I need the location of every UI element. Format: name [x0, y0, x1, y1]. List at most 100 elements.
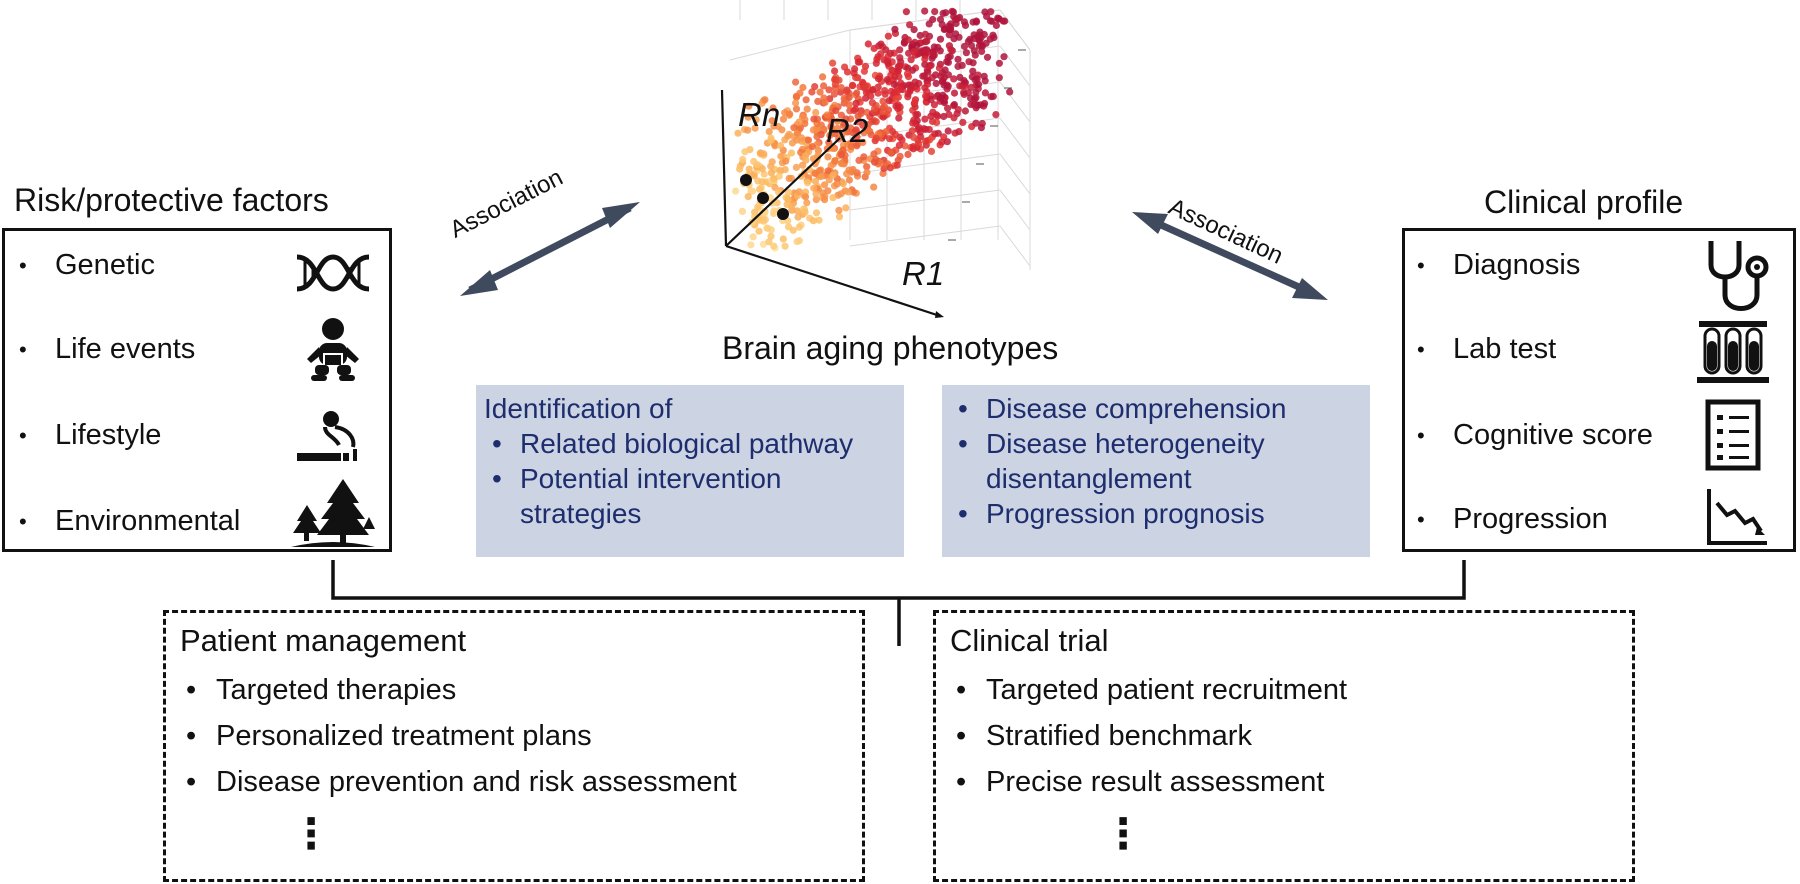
scatter-point [995, 74, 1003, 82]
scatter-point [790, 124, 798, 132]
scatter-point [969, 18, 977, 26]
scatter-point [973, 75, 981, 83]
scatter-point [944, 82, 952, 90]
scatter-point [921, 7, 929, 15]
scatter-point [931, 8, 939, 16]
trees-icon [291, 479, 375, 547]
scatter-point [833, 180, 841, 188]
scatter-point [925, 20, 933, 28]
clinical-trial-box: Clinical trial Targeted patient recruitm… [933, 610, 1635, 882]
list-item: Related biological pathway [484, 426, 896, 461]
axis-rn [720, 89, 728, 247]
scatter-point [802, 96, 810, 104]
scatter-point [934, 43, 942, 52]
scatter-point [934, 129, 942, 137]
item-label: Progression [1453, 503, 1608, 535]
scatter-point [937, 72, 945, 80]
scatter-point [975, 31, 984, 39]
list-item: Disease heterogeneity disentanglement [950, 426, 1306, 496]
scatter-point [980, 72, 988, 80]
scatter-point [812, 196, 820, 204]
list-item: Progression prognosis [950, 496, 1362, 531]
scatter-point [852, 99, 860, 107]
scatter-point [928, 74, 936, 82]
item-label: Cognitive score [1453, 419, 1653, 451]
scatter-point [842, 115, 850, 123]
scatter-point [921, 30, 929, 38]
scatter-point [792, 78, 800, 86]
scatter-point [945, 31, 953, 39]
scatter-point [924, 80, 932, 88]
scatter-point [739, 155, 747, 163]
scatter-point [824, 153, 832, 161]
scatter-point [835, 213, 844, 221]
scatter-point [872, 155, 880, 164]
scatter-point [793, 207, 801, 215]
scatter-point [859, 138, 867, 146]
scatter-point [887, 149, 895, 157]
scatter-point [864, 121, 872, 129]
scatter-point [760, 150, 768, 158]
scatter-point [915, 139, 923, 147]
scatter-point [808, 143, 816, 151]
scatter-point [863, 168, 871, 176]
scatter-point [905, 49, 913, 57]
scatter-point [896, 62, 904, 70]
scatter-point [960, 77, 968, 85]
scatter-point [972, 88, 980, 96]
scatter-point [992, 111, 1000, 119]
scatter-point [863, 163, 871, 171]
list-item-diagnosis: •Diagnosis [1417, 249, 1581, 281]
scatter-point [829, 194, 837, 202]
scatter-point [891, 25, 899, 33]
scatter-point [886, 164, 894, 172]
scatter-point [845, 166, 853, 174]
item-label: Diagnosis [1453, 249, 1581, 281]
scatter-point [927, 112, 935, 120]
decline-chart-icon [1707, 489, 1767, 545]
scatter-point [885, 97, 893, 105]
identification-list: Related biological pathway Potential int… [484, 426, 896, 531]
scatter-point [970, 101, 978, 109]
scatter-point [893, 161, 901, 169]
scatter-point [853, 142, 861, 150]
scatter-point [786, 110, 794, 118]
phenotype-scatter-plot [700, 0, 1080, 330]
scatter-point [862, 82, 870, 90]
scatter-point [793, 129, 801, 137]
scatter-point [843, 68, 852, 76]
scatter-point [880, 108, 888, 116]
scatter-point [734, 129, 742, 137]
arrowhead-icon [1292, 278, 1328, 300]
scatter-point [885, 135, 894, 143]
scatter-point [792, 105, 801, 113]
scatter-point [775, 172, 783, 180]
scatter-point [1006, 88, 1014, 96]
scatter-point [779, 115, 787, 123]
item-label: Lifestyle [55, 419, 162, 451]
scatter-point [890, 80, 898, 88]
list-item-environmental: •Environmental [19, 505, 241, 537]
scatter-point [815, 216, 823, 224]
connector-bracket [331, 560, 1466, 646]
list-item-lifestyle: •Lifestyle [19, 419, 162, 451]
scatter-point [862, 94, 870, 102]
scatter-point [761, 96, 769, 104]
dna-icon [296, 254, 370, 292]
scatter-point [872, 134, 880, 143]
scatter-point [962, 49, 970, 57]
scatter-point [941, 25, 949, 33]
scatter-point [767, 137, 775, 145]
scatter-point [960, 18, 968, 26]
scatter-point [945, 110, 953, 119]
scatter-point [904, 150, 912, 158]
axis-r1 [725, 244, 941, 318]
scatter-point [987, 93, 995, 101]
scatter-point [770, 207, 778, 215]
scatter-point [921, 115, 929, 123]
scatter-point [927, 147, 936, 155]
list-item-cognitive-score: •Cognitive score [1417, 419, 1653, 451]
scatter-point [943, 138, 951, 146]
scatter-point [837, 159, 845, 168]
scatter-point [960, 42, 969, 51]
